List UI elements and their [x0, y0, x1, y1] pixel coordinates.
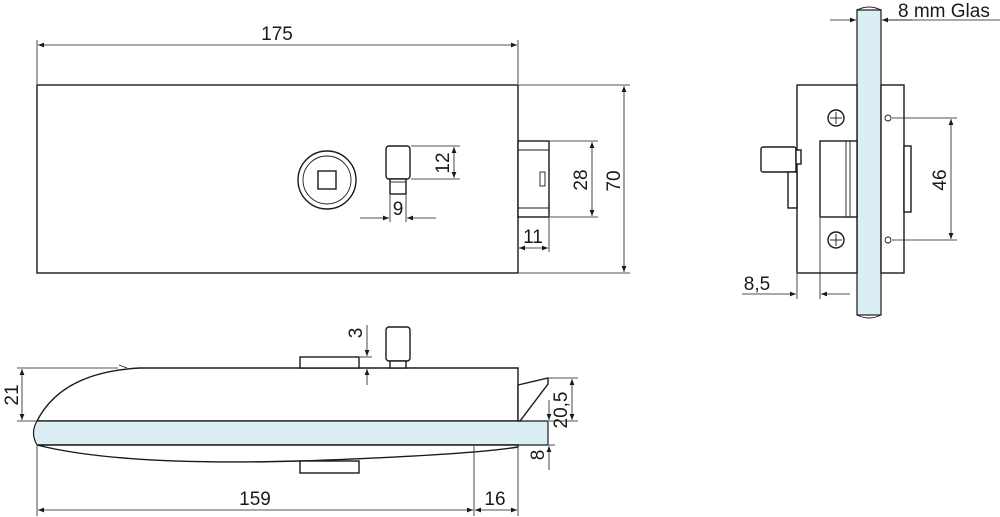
- latch-bottom: [517, 377, 549, 422]
- dim-16: 16: [484, 489, 505, 510]
- side-view: 8 mm Glas 46 8,5: [742, 1, 1000, 319]
- glass-bottom: [32, 420, 549, 446]
- dim-175: 175: [261, 24, 293, 45]
- dim-8: 8: [528, 450, 549, 461]
- knob-side: [760, 146, 797, 173]
- dim-8mm-glas: 8 mm Glas: [898, 1, 990, 22]
- latch-front: [517, 140, 550, 218]
- lock-body-top: [35, 367, 519, 422]
- bottom-view: 3 21 20,5 8 159 16: [2, 325, 578, 516]
- dim-11: 11: [523, 227, 543, 248]
- dim-8-5: 8,5: [744, 274, 770, 295]
- dim-70: 70: [604, 170, 625, 191]
- knob-top: [385, 326, 411, 362]
- dim-21: 21: [2, 384, 23, 405]
- dim-28: 28: [571, 169, 592, 190]
- dim-9: 9: [393, 199, 404, 220]
- plate-right: [880, 84, 905, 274]
- screw-bottom-icon: [827, 231, 845, 249]
- screw-top-icon: [827, 109, 845, 127]
- dim-3: 3: [346, 328, 367, 339]
- knob-front: [385, 145, 411, 195]
- dim-46: 46: [930, 169, 951, 190]
- cylinder-rose: [297, 150, 357, 210]
- glass-side: [856, 9, 882, 316]
- lock-body-bottom: [36, 444, 519, 463]
- dim-20-5: 20,5: [551, 392, 572, 429]
- front-view: 175 70 28 11 12 9: [36, 24, 630, 274]
- dim-12: 12: [433, 152, 454, 173]
- dim-159: 159: [239, 489, 271, 510]
